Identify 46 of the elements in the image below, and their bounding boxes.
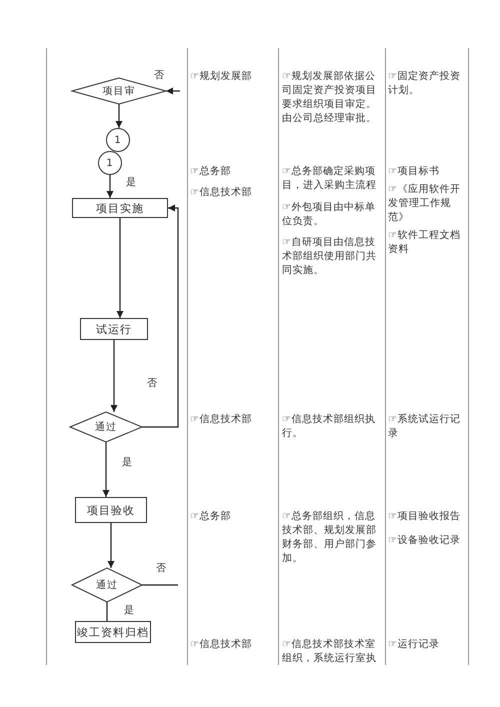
cell-text: ☞外包项目由中标单位负责。 (282, 201, 376, 229)
cell-text: ☞系统试运行记录 (388, 413, 462, 441)
arrow (110, 340, 118, 412)
cell-text: ☞总务部 (190, 510, 232, 524)
cell-text: ☞运行记录 (388, 638, 440, 652)
arrow (142, 204, 179, 428)
edge-label: 否 (154, 70, 164, 82)
edge-label: 否 (147, 378, 157, 390)
cell-text: ☞信息技术部 (190, 413, 253, 427)
cell-text: ☞固定资产投资计划。 (388, 70, 462, 98)
edge-label: 是 (122, 457, 132, 469)
process-box: 项目验收 (75, 497, 147, 523)
cell-text: ☞总务部确定采购项目，进入采购主流程 (282, 165, 378, 193)
cell-text: ☞项目验收报告 (388, 510, 462, 524)
process-box: 试运行 (80, 318, 148, 340)
arrow (106, 175, 114, 198)
cell-text: ☞项目标书 (388, 165, 440, 179)
edge-label: 是 (124, 605, 134, 617)
arrow (115, 104, 123, 128)
cell-text: ☞软件工程文档资料 (388, 229, 462, 257)
decision-diamond: 通过 (70, 412, 142, 442)
connector-line (106, 602, 108, 621)
cell-text: ☞信息技术部技术室组织，系统运行室执 (282, 638, 378, 666)
cell-text: ☞总务部 (190, 165, 232, 179)
arrow (166, 87, 180, 95)
decision-diamond: 项目审 (72, 78, 166, 104)
process-box: 竣工资料归档 (75, 621, 151, 643)
cell-text: ☞总务部组织，信息技术部、规划发展部财务部、用户部门参加。 (282, 510, 378, 566)
cell-text: ☞设备验收记录 (388, 534, 462, 548)
cell-text: ☞自研项目由信息技术部组织使用部门共同实施。 (282, 236, 378, 278)
cell-text: ☞信息技术部组织执行。 (282, 413, 376, 441)
cell-text: ☞规划发展部 (190, 70, 253, 84)
arrow (116, 218, 124, 318)
arrow (107, 523, 115, 568)
cell-text: ☞信息技术部 (190, 186, 253, 200)
process-box: 项目实施 (72, 198, 168, 218)
arrow (102, 442, 110, 497)
cell-text: ☞《应用软件开发管理工作规范》 (388, 183, 462, 225)
cell-text: ☞信息技术部 (190, 638, 253, 652)
connector-circle: 1 (98, 151, 122, 175)
edge-label: 是 (126, 177, 136, 189)
decision-diamond: 通过 (72, 568, 142, 602)
cell-text: ☞规划发展部依据公司固定资产投资项目要求组织项目审定。由公司总经理审批。 (282, 70, 378, 126)
connector-line (142, 584, 178, 586)
edge-label: 否 (156, 563, 166, 575)
connector-circle: 1 (106, 128, 130, 152)
